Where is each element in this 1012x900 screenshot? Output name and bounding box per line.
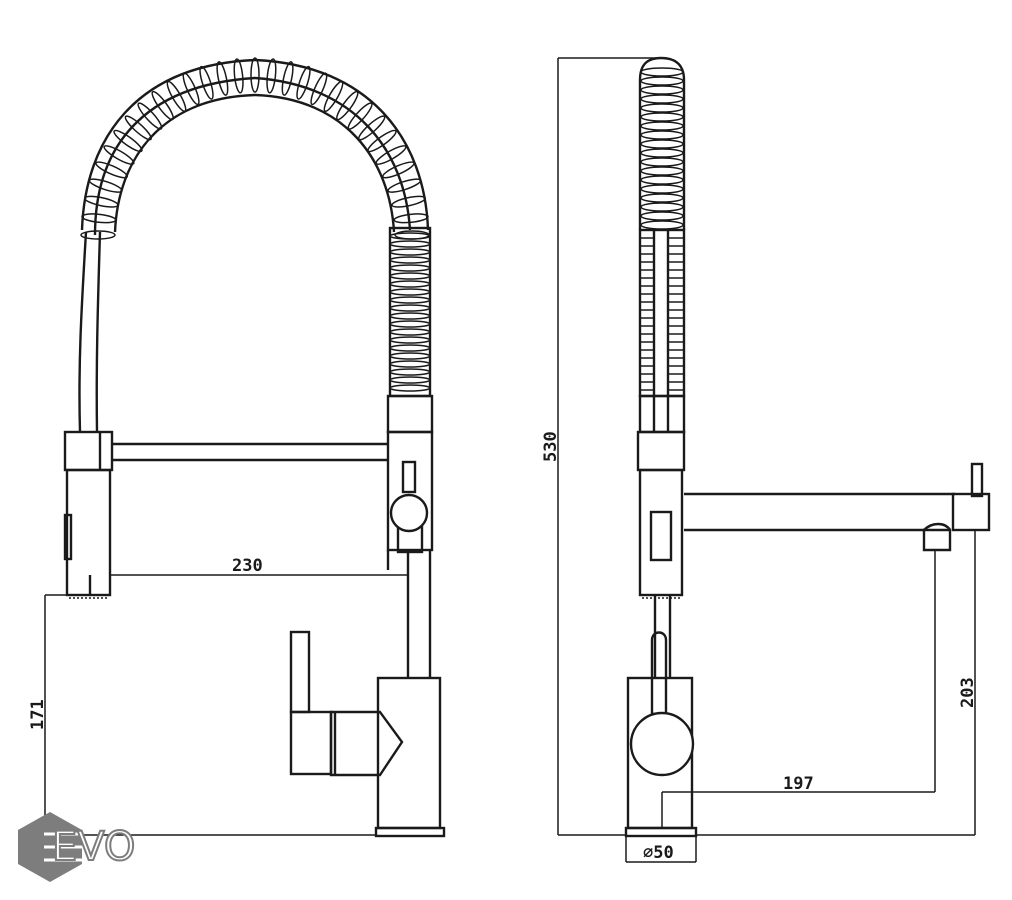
coil-ring — [389, 232, 431, 240]
dim-base-diameter: ⌀50 — [643, 843, 674, 863]
side-upright — [636, 394, 686, 678]
side-spring-coil — [638, 56, 686, 230]
coil-ring — [389, 248, 431, 256]
coil-ring — [389, 320, 431, 328]
coil-ring — [310, 72, 328, 106]
coil-ring — [640, 202, 684, 212]
coil-ring — [389, 256, 431, 264]
coil-ring — [389, 312, 431, 320]
coil-ring — [389, 384, 431, 392]
front-spray-head — [63, 468, 112, 599]
front-pivot-knob — [389, 493, 429, 533]
coil-ring — [382, 161, 415, 179]
coil-ring — [389, 304, 431, 312]
coil-ring — [296, 65, 311, 100]
coil-ring — [389, 272, 431, 280]
coil-ring — [393, 213, 429, 224]
coil-ring — [216, 61, 229, 96]
side-dimensions — [557, 57, 976, 863]
coil-ring — [389, 360, 431, 368]
coil-ring — [375, 145, 407, 165]
coil-ring — [81, 213, 117, 224]
coil-ring — [640, 139, 684, 149]
coil-ring — [640, 76, 684, 86]
front-lever-handle — [289, 630, 404, 777]
coil-ring — [124, 115, 152, 141]
coil-ring — [323, 80, 344, 113]
coil-ring — [95, 161, 128, 179]
dim-side-height: 203 — [958, 677, 978, 708]
coil-ring — [389, 376, 431, 384]
coil-ring — [640, 193, 684, 203]
front-view: 230 171 — [28, 57, 446, 838]
dim-side-reach: 197 — [783, 774, 814, 794]
coil-ring — [389, 368, 431, 376]
front-horizontal-arm — [63, 430, 388, 472]
coil-ring — [103, 145, 135, 165]
coil-ring — [389, 328, 431, 336]
coil-ring — [389, 264, 431, 272]
logo-text: EVO — [52, 824, 135, 870]
coil-ring — [182, 72, 200, 106]
front-base-body — [374, 676, 446, 838]
coil-ring — [389, 352, 431, 360]
coil-ring — [199, 65, 214, 100]
dim-total-height: 530 — [541, 431, 561, 462]
side-lower-coil — [638, 228, 686, 432]
coil-ring — [640, 121, 684, 131]
coil-ring — [88, 178, 123, 193]
coil-ring — [389, 336, 431, 344]
coil-ring — [640, 211, 684, 221]
coil-ring — [640, 166, 684, 176]
coil-ring — [281, 61, 294, 96]
coil-ring — [640, 184, 684, 194]
coil-ring — [80, 230, 116, 240]
coil-ring — [640, 175, 684, 185]
dim-spout-reach: 230 — [232, 556, 263, 576]
coil-ring — [389, 280, 431, 288]
coil-ring — [389, 288, 431, 296]
coil-ring — [166, 80, 187, 113]
evo-logo: EVO — [18, 812, 136, 882]
dim-spout-height: 171 — [28, 699, 48, 730]
side-handle-knob — [629, 711, 695, 777]
front-left-hose — [78, 231, 102, 433]
coil-ring — [640, 112, 684, 122]
coil-ring — [640, 130, 684, 140]
coil-ring — [640, 220, 684, 230]
coil-ring — [250, 57, 260, 93]
side-horizontal-arm — [684, 462, 991, 552]
coil-ring — [367, 129, 397, 153]
front-right-coil — [388, 226, 432, 398]
front-upright — [386, 394, 434, 678]
coil-ring — [640, 67, 684, 77]
coil-ring — [347, 102, 373, 130]
front-dimensions — [44, 574, 408, 836]
coil-ring — [640, 157, 684, 167]
coil-ring — [151, 90, 174, 121]
coil-ring — [389, 240, 431, 248]
coil-ring — [233, 58, 244, 94]
front-spring-coil — [80, 57, 430, 240]
coil-ring — [640, 148, 684, 158]
coil-ring — [336, 90, 359, 121]
coil-ring — [113, 129, 143, 153]
coil-ring — [84, 195, 119, 208]
coil-ring — [387, 178, 422, 193]
coil-ring — [389, 344, 431, 352]
coil-ring — [389, 296, 431, 304]
coil-ring — [137, 102, 163, 130]
side-base-body — [624, 631, 698, 838]
coil-ring — [640, 94, 684, 104]
coil-ring — [266, 58, 277, 94]
coil-ring — [640, 103, 684, 113]
coil-ring — [640, 85, 684, 95]
coil-ring — [358, 115, 386, 141]
side-view: 530 203 197 ⌀50 — [541, 56, 991, 863]
coil-ring — [391, 195, 426, 208]
